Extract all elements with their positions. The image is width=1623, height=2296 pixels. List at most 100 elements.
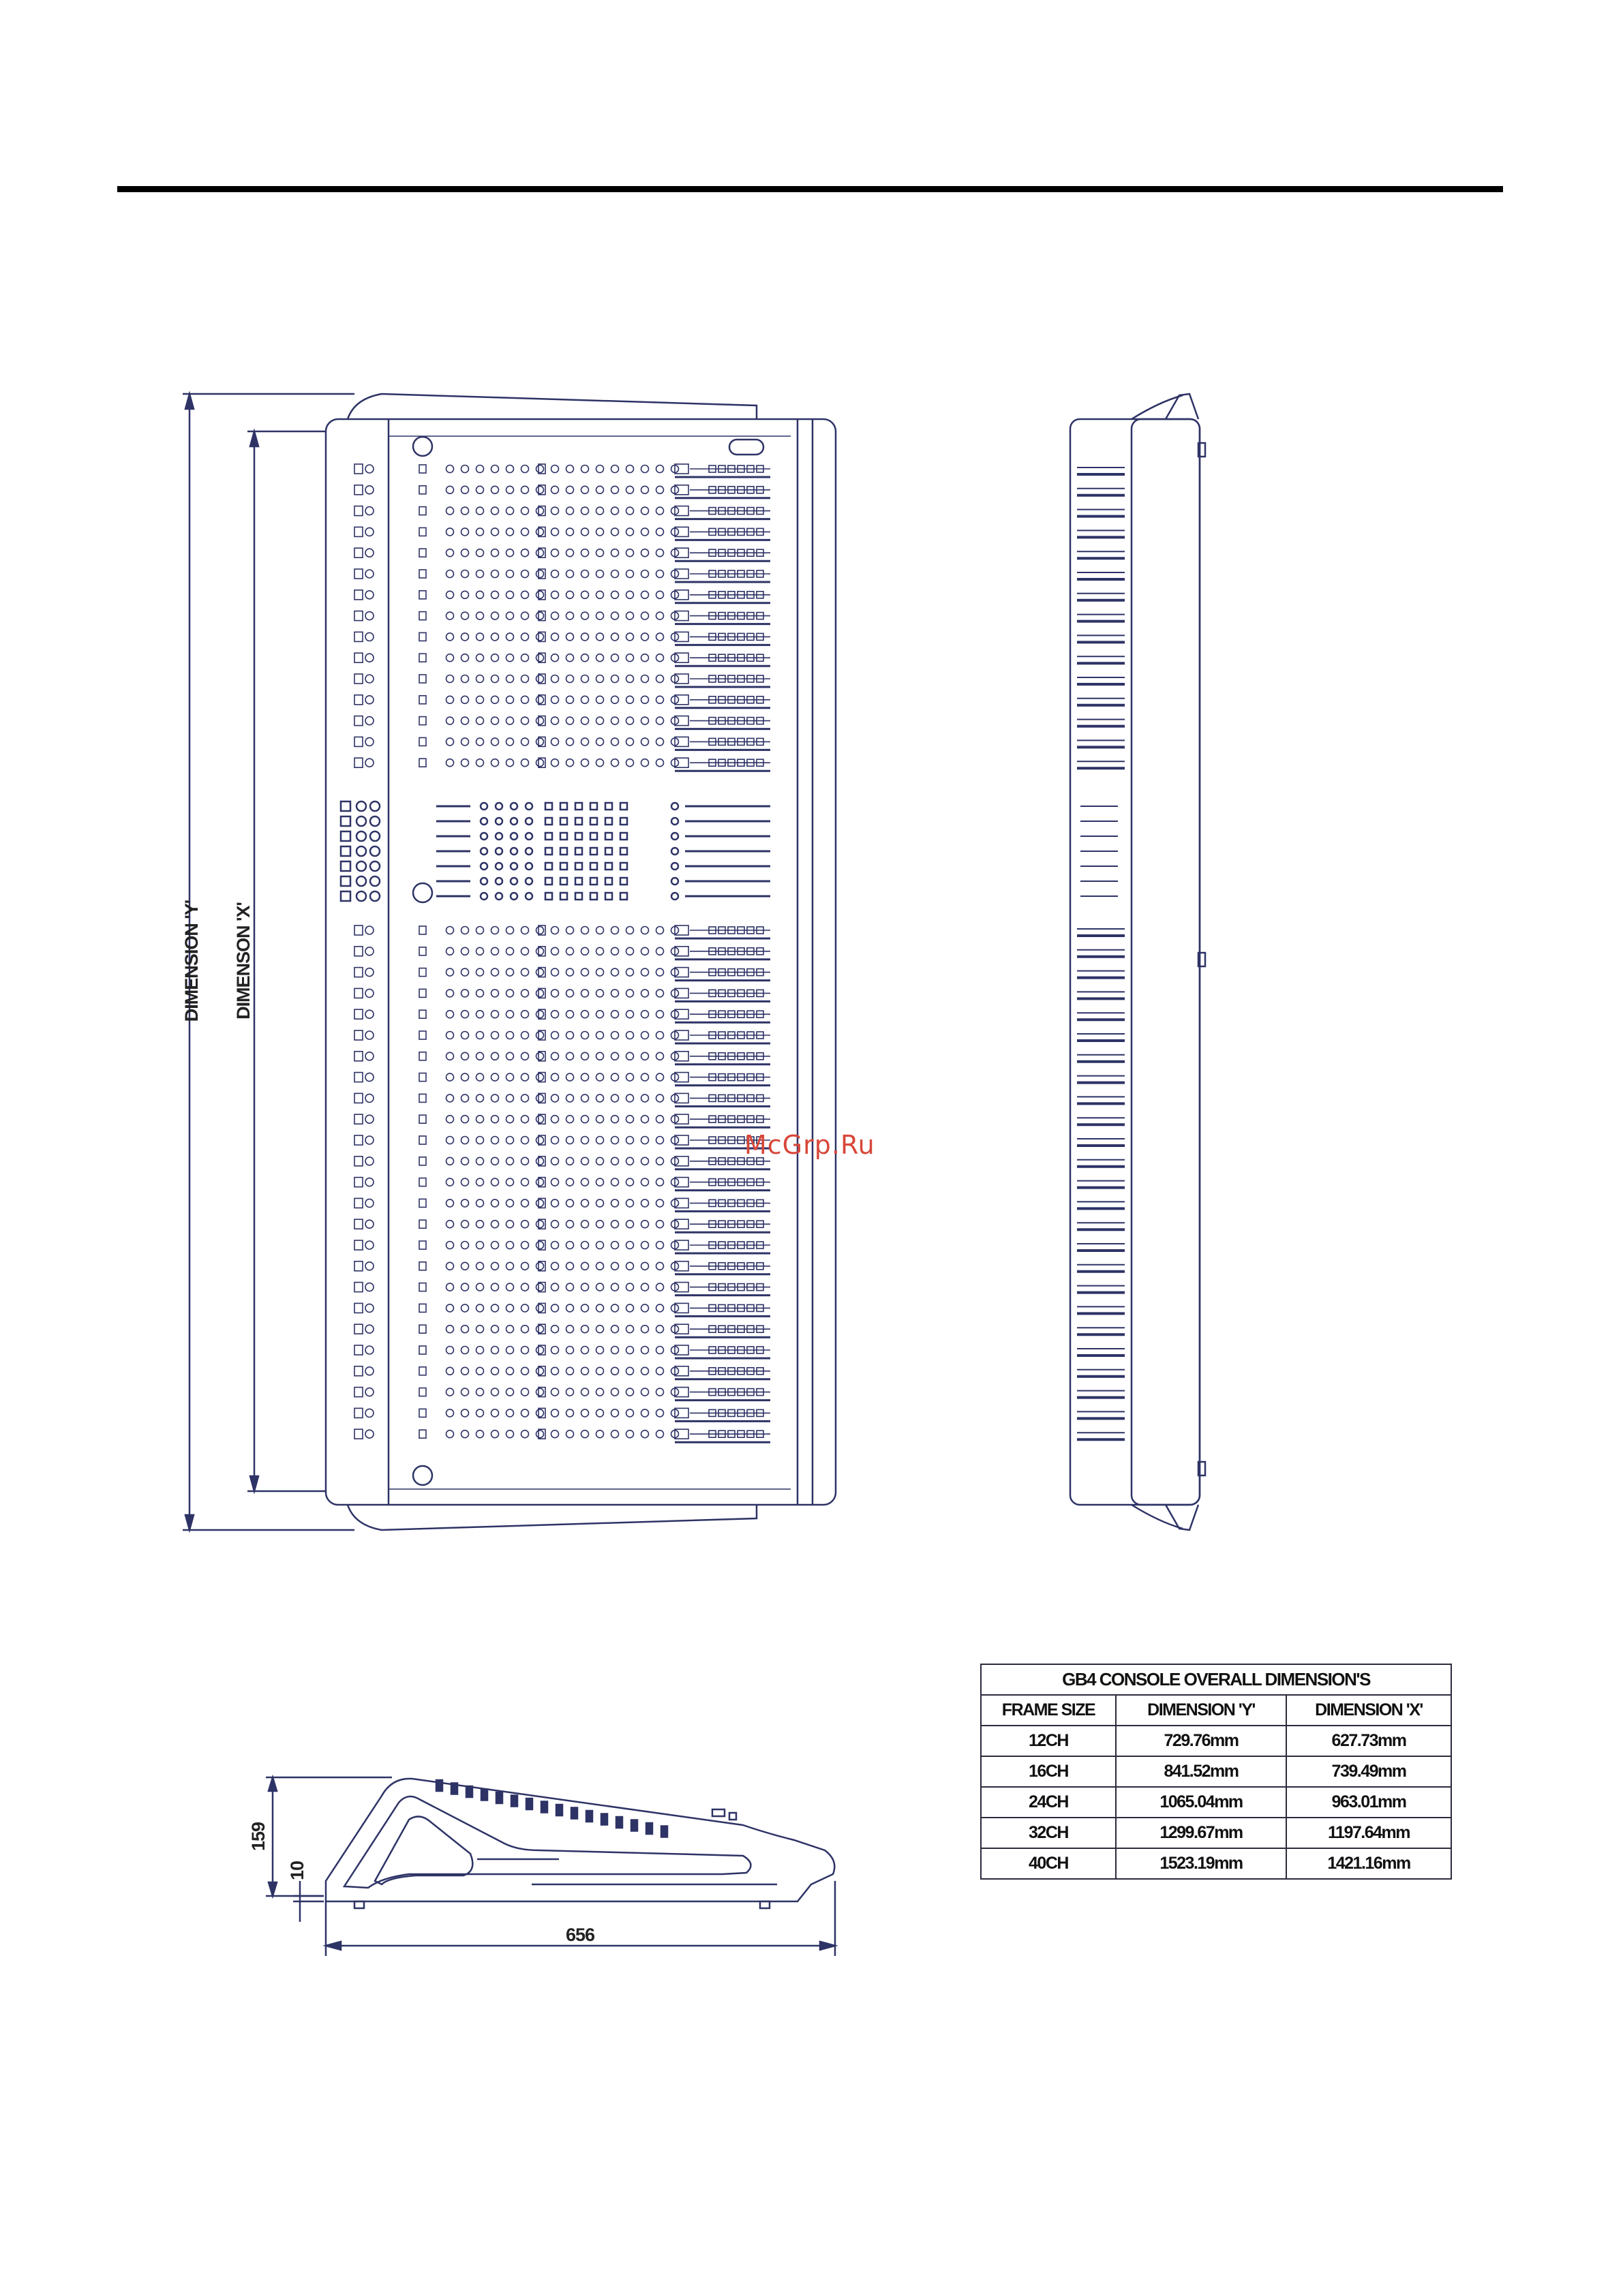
channel-strip	[354, 527, 770, 540]
table-cell: 1421.16mm	[1286, 1848, 1451, 1879]
table-cell: 1065.04mm	[1116, 1787, 1286, 1818]
table-cell: 1523.19mm	[1116, 1848, 1286, 1879]
channel-strip	[354, 1178, 770, 1191]
channel-strip	[354, 632, 770, 645]
end-fader	[1077, 1160, 1125, 1167]
column-header: DIMENSION 'Y'	[1116, 1695, 1286, 1726]
end-fader	[1077, 551, 1125, 558]
channel-strip-rows	[354, 464, 770, 1442]
end-fader	[1077, 615, 1125, 622]
end-fader	[1077, 1055, 1125, 1062]
table-row: 16CH 841.52mm 739.49mm	[981, 1756, 1451, 1787]
table-cell: 1197.64mm	[1286, 1818, 1451, 1848]
end-fader	[1077, 1076, 1125, 1083]
table-cell: 963.01mm	[1286, 1787, 1451, 1818]
end-fader	[1077, 761, 1125, 768]
table-cell: 24CH	[981, 1787, 1116, 1818]
end-fader	[1077, 1201, 1125, 1208]
side-view-knobs	[436, 1780, 736, 1837]
table-cell: 627.73mm	[1286, 1726, 1451, 1756]
end-fader	[1077, 1349, 1125, 1356]
channel-strip	[354, 968, 770, 981]
end-fader	[1077, 1244, 1125, 1251]
channel-strip	[354, 1303, 770, 1316]
side-view	[266, 1777, 835, 1956]
end-view	[1070, 394, 1205, 1530]
channel-strip	[354, 548, 770, 561]
channel-strip	[354, 1345, 770, 1358]
end-fader	[1077, 740, 1125, 747]
channel-strip	[354, 590, 770, 603]
channel-strip	[354, 1283, 770, 1296]
end-fader	[1077, 489, 1125, 495]
channel-strip	[354, 947, 770, 960]
end-fader	[1077, 720, 1125, 726]
table-title-row: GB4 CONSOLE OVERALL DIMENSION'S	[981, 1664, 1451, 1695]
end-fader	[1077, 530, 1125, 537]
end-fader	[1077, 1181, 1125, 1188]
channel-strip	[354, 506, 770, 519]
channel-strip	[354, 1219, 770, 1232]
table-row: 12CH 729.76mm 627.73mm	[981, 1726, 1451, 1756]
end-fader	[1077, 1034, 1125, 1041]
channel-strip	[354, 988, 770, 1001]
dimension-y-label: DIMENSION 'Y'	[181, 900, 202, 1022]
channel-strip	[354, 737, 770, 750]
column-header: FRAME SIZE	[981, 1695, 1116, 1726]
watermark-text: McGrp.Ru	[744, 1130, 875, 1160]
end-fader	[1077, 1328, 1125, 1334]
channel-strip	[354, 1009, 770, 1022]
channel-strip	[354, 1366, 770, 1379]
end-fader	[1077, 950, 1125, 957]
channel-strip	[354, 1261, 770, 1274]
channel-strip	[354, 1324, 770, 1337]
table-cell: 12CH	[981, 1726, 1116, 1756]
channel-strip	[354, 1052, 770, 1065]
end-fader	[1077, 1370, 1125, 1377]
column-header: DIMENSION 'X'	[1286, 1695, 1451, 1726]
table-cell: 32CH	[981, 1818, 1116, 1848]
channel-strip	[354, 1408, 770, 1421]
end-fader	[1077, 1391, 1125, 1398]
dimension-x-label: DIMENSON 'X'	[233, 902, 254, 1019]
channel-strip	[354, 1135, 770, 1148]
end-fader	[1077, 635, 1125, 642]
table-row: 24CH 1065.04mm 963.01mm	[981, 1787, 1451, 1818]
channel-strip	[354, 925, 770, 938]
end-fader	[1077, 1139, 1125, 1146]
channel-strip	[354, 758, 770, 771]
table-cell: 841.52mm	[1116, 1756, 1286, 1787]
channel-strip	[354, 464, 770, 477]
channel-strip	[354, 611, 770, 624]
end-fader	[1077, 1306, 1125, 1313]
end-fader	[1077, 1013, 1125, 1020]
channel-strip	[354, 1114, 770, 1127]
end-fader	[1077, 1433, 1125, 1439]
channel-strip	[354, 1030, 770, 1043]
channel-strip	[354, 485, 770, 498]
end-fader	[1077, 1286, 1125, 1293]
end-fader	[1077, 594, 1125, 600]
end-fader	[1077, 510, 1125, 517]
table-row: 32CH 1299.67mm 1197.64mm	[981, 1818, 1451, 1848]
channel-strip	[354, 569, 770, 582]
end-fader	[1077, 572, 1125, 579]
table-cell: 1299.67mm	[1116, 1818, 1286, 1848]
channel-strip	[354, 1093, 770, 1106]
end-fader	[1077, 1097, 1125, 1103]
channel-strip	[354, 1240, 770, 1253]
table-cell: 739.49mm	[1286, 1756, 1451, 1787]
end-fader	[1077, 1223, 1125, 1229]
end-fader	[1077, 971, 1125, 978]
table-cell: 16CH	[981, 1756, 1116, 1787]
table-cell: 40CH	[981, 1848, 1116, 1879]
end-fader	[1077, 468, 1125, 474]
end-fader	[1077, 677, 1125, 684]
height-label: 159	[248, 1822, 269, 1851]
end-fader	[1077, 699, 1125, 705]
channel-strip	[354, 653, 770, 666]
channel-strip	[354, 716, 770, 729]
channel-strip	[354, 695, 770, 708]
table-cell: 729.76mm	[1116, 1726, 1286, 1756]
end-fader	[1077, 929, 1125, 936]
